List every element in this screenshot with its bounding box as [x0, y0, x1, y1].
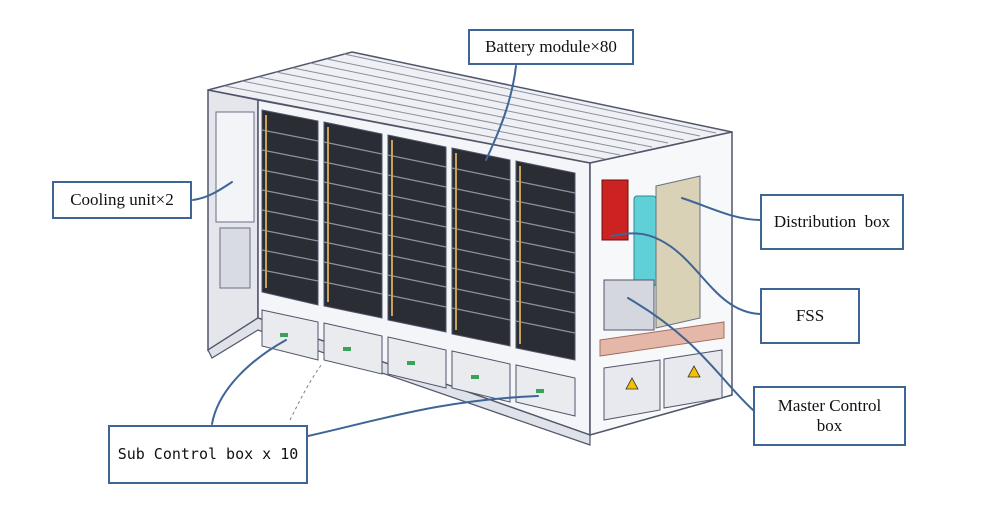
- warning-triangle-icon: [625, 365, 701, 390]
- lower-cabinet-right: [663, 349, 723, 409]
- cable-tray: [599, 321, 725, 357]
- fss-label: FSS: [795, 306, 825, 326]
- cooling-unit-label: Cooling unit×2: [70, 190, 174, 210]
- leader-distribution: [681, 197, 761, 221]
- master-control-box-callout: Master Control box: [753, 386, 906, 446]
- cooling-unit-callout: Cooling unit×2: [52, 181, 192, 219]
- battery-module-callout: Battery module×80: [468, 29, 634, 65]
- sub-control-boxes: [261, 309, 576, 417]
- sub-control-box-label: Sub Control box x 10: [117, 444, 299, 463]
- cooling-unit-grille: [219, 227, 251, 289]
- sub-control-indicators: [280, 333, 544, 393]
- lower-cabinet-left: [603, 359, 661, 421]
- fss-unit: [633, 195, 657, 287]
- cooling-unit-panel: [215, 111, 255, 223]
- leader-sub-left: [211, 339, 287, 425]
- leader-sub-dashed: [289, 363, 323, 421]
- red-breaker: [601, 179, 629, 241]
- sub-control-box-callout: Sub Control box x 10: [108, 425, 308, 484]
- module-handles: [265, 115, 521, 344]
- fss-callout: FSS: [760, 288, 860, 344]
- container-bottom-rail: [207, 317, 591, 446]
- roof-corrugations: [224, 53, 717, 160]
- leader-battery: [485, 65, 517, 161]
- distribution-box-label: Distribution box: [773, 212, 891, 232]
- master-control-box: [603, 279, 655, 331]
- leader-cooling: [192, 181, 233, 201]
- leader-master: [627, 297, 754, 411]
- battery-module-label: Battery module×80: [485, 37, 617, 57]
- battery-module-rows: [261, 129, 576, 334]
- leader-sub-right: [307, 395, 539, 437]
- leader-fss: [611, 232, 761, 315]
- master-control-box-label: Master Control box: [777, 396, 882, 435]
- distribution-box-callout: Distribution box: [760, 194, 904, 250]
